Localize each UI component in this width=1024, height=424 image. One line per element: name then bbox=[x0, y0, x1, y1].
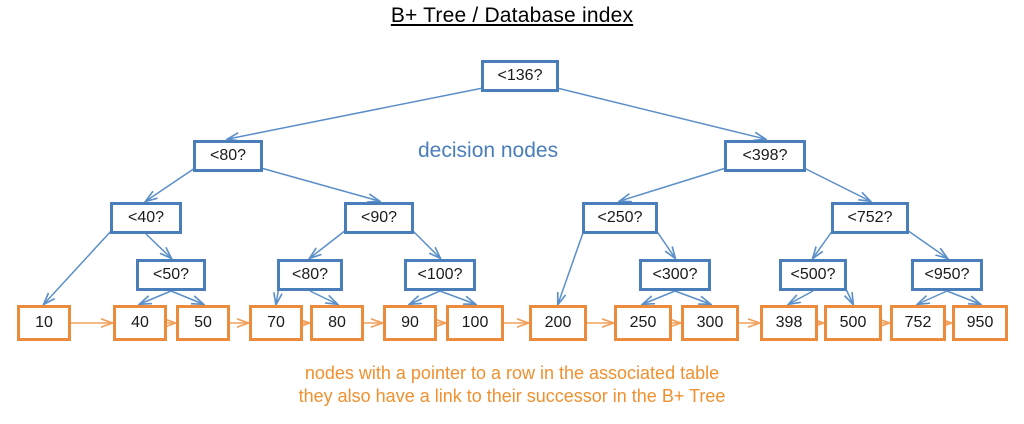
decision-node-752[interactable]: <752? bbox=[831, 202, 909, 234]
node-label: 250 bbox=[629, 314, 657, 331]
tree-edge bbox=[146, 167, 196, 201]
decision-node-300[interactable]: <300? bbox=[639, 259, 711, 291]
leaf-node-90[interactable]: 90 bbox=[383, 305, 437, 341]
node-label: <136? bbox=[497, 67, 543, 84]
node-label: 100 bbox=[461, 314, 489, 331]
node-label: <80? bbox=[209, 147, 247, 164]
tree-edge bbox=[170, 290, 203, 304]
tree-edge bbox=[44, 229, 113, 304]
tree-edge bbox=[310, 229, 347, 258]
leaf-caption: nodes with a pointer to a row in the ass… bbox=[0, 362, 1024, 408]
node-label: 50 bbox=[194, 314, 212, 331]
node-label: 950 bbox=[966, 314, 994, 331]
page-title: B+ Tree / Database index bbox=[390, 4, 634, 27]
tree-edge bbox=[260, 167, 379, 201]
tree-edge bbox=[813, 229, 834, 258]
leaf-node-10[interactable]: 10 bbox=[17, 305, 71, 341]
tree-edge bbox=[145, 233, 171, 258]
node-label: 40 bbox=[131, 314, 149, 331]
node-label: 80 bbox=[328, 314, 346, 331]
leaf-node-250[interactable]: 250 bbox=[614, 305, 672, 341]
node-label: 398 bbox=[775, 314, 803, 331]
tree-edge bbox=[655, 229, 675, 258]
decision-node-250[interactable]: <250? bbox=[582, 202, 658, 234]
node-label: 500 bbox=[839, 314, 867, 331]
tree-edge bbox=[803, 167, 870, 201]
node-label: 752 bbox=[904, 314, 932, 331]
node-label: <40? bbox=[127, 209, 165, 226]
node-label: <752? bbox=[847, 209, 893, 226]
leaf-node-752[interactable]: 752 bbox=[890, 305, 946, 341]
tree-edge bbox=[558, 229, 585, 304]
leaf-node-50[interactable]: 50 bbox=[176, 305, 230, 341]
decision-node-50[interactable]: <50? bbox=[136, 259, 206, 291]
leaf-node-200[interactable]: 200 bbox=[529, 305, 587, 341]
tree-edge bbox=[556, 87, 765, 139]
decision-node-90[interactable]: <90? bbox=[344, 202, 414, 234]
tree-edge bbox=[140, 290, 172, 304]
node-label: <300? bbox=[652, 266, 698, 283]
decision-node-136[interactable]: <136? bbox=[481, 60, 559, 92]
node-label: <100? bbox=[417, 266, 463, 283]
node-label: 10 bbox=[35, 314, 53, 331]
node-label: <500? bbox=[790, 266, 836, 283]
tree-edge bbox=[411, 229, 440, 258]
tree-edge bbox=[309, 290, 337, 304]
tree-edge bbox=[918, 290, 948, 304]
decision-node-80[interactable]: <80? bbox=[277, 259, 343, 291]
node-label: <398? bbox=[742, 147, 788, 164]
node-label: <90? bbox=[360, 209, 398, 226]
node-label: 70 bbox=[267, 314, 285, 331]
leaf-node-100[interactable]: 100 bbox=[446, 305, 504, 341]
decision-node-950[interactable]: <950? bbox=[911, 259, 983, 291]
tree-edge bbox=[643, 290, 676, 304]
leaf-node-40[interactable]: 40 bbox=[113, 305, 167, 341]
decision-node-398[interactable]: <398? bbox=[724, 140, 806, 172]
tree-edge bbox=[946, 290, 980, 304]
leaf-node-500[interactable]: 500 bbox=[824, 305, 882, 341]
node-label: 200 bbox=[544, 314, 572, 331]
leaf-caption-line-2: they also have a link to their successor… bbox=[298, 386, 726, 406]
node-label: <80? bbox=[291, 266, 329, 283]
node-label: <50? bbox=[152, 266, 190, 283]
node-label: <250? bbox=[597, 209, 643, 226]
tree-edge bbox=[789, 290, 814, 304]
tree-edge bbox=[439, 290, 475, 304]
node-label: 300 bbox=[696, 314, 724, 331]
leaf-node-70[interactable]: 70 bbox=[249, 305, 303, 341]
tree-edge bbox=[906, 229, 947, 258]
leaf-node-300[interactable]: 300 bbox=[681, 305, 739, 341]
tree-edge bbox=[410, 290, 441, 304]
leaf-caption-line-1: nodes with a pointer to a row in the ass… bbox=[304, 363, 720, 383]
leaf-node-80[interactable]: 80 bbox=[310, 305, 364, 341]
decision-node-100[interactable]: <100? bbox=[404, 259, 476, 291]
decision-node-40[interactable]: <40? bbox=[110, 202, 182, 234]
tree-edge bbox=[674, 290, 710, 304]
tree-edge bbox=[228, 87, 484, 139]
tree-edge bbox=[620, 167, 727, 201]
node-label: <950? bbox=[924, 266, 970, 283]
decision-nodes-label: decision nodes bbox=[418, 139, 559, 162]
decision-node-80[interactable]: <80? bbox=[193, 140, 263, 172]
decision-node-500[interactable]: <500? bbox=[779, 259, 847, 291]
leaf-node-398[interactable]: 398 bbox=[760, 305, 818, 341]
node-label: 90 bbox=[401, 314, 419, 331]
leaf-node-950[interactable]: 950 bbox=[952, 305, 1008, 341]
